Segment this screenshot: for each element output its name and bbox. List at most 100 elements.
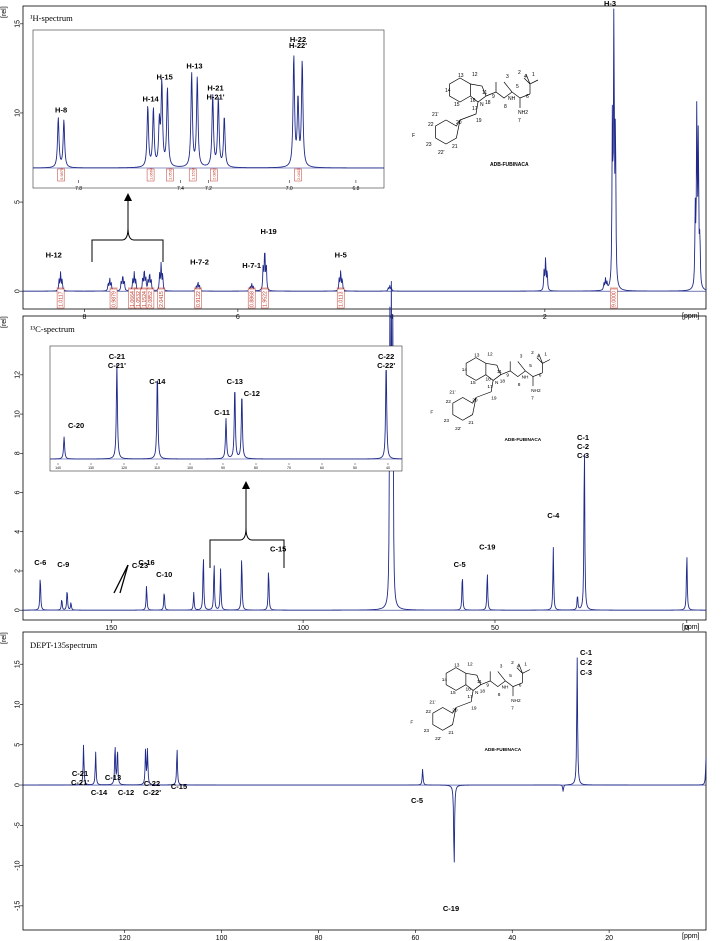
y-tick-label: 6 xyxy=(15,490,22,494)
atom-label: 12 xyxy=(467,662,473,668)
x-tick-label: 120 xyxy=(119,935,131,941)
atom-label: 1 xyxy=(532,72,535,78)
integral-value: 1.9522 xyxy=(263,291,269,307)
inset-x-tick-label: 130 xyxy=(88,466,94,470)
integral-value: 1.0532 xyxy=(136,291,142,307)
atom-label: 18 xyxy=(480,688,486,694)
atom-label: 1 xyxy=(544,352,547,358)
inset-peak-label: C-14 xyxy=(149,377,166,386)
inset-integral-box xyxy=(188,168,197,182)
inset-peak-label: C-20 xyxy=(68,421,84,430)
peak-label: C-15 xyxy=(171,782,187,791)
atom-label: 22' xyxy=(455,426,461,432)
atom-label: N xyxy=(495,380,499,386)
atom-label: 1 xyxy=(524,662,527,668)
atom-label: 8 xyxy=(498,692,501,698)
atom-label: 3 xyxy=(520,354,523,360)
integral-value: 1.1524 xyxy=(142,291,148,307)
inset-integral-box xyxy=(57,168,65,182)
y-tick-label: -5 xyxy=(15,822,22,828)
inset-peak-label: H-15 xyxy=(156,73,172,82)
atom-label: 23 xyxy=(424,728,430,734)
inset-x-tick-label: 6.8 xyxy=(352,186,359,192)
integral-box xyxy=(157,288,165,309)
h-inset-frame xyxy=(32,29,385,189)
atom-label: ADB-FUBINACA xyxy=(490,162,529,168)
y-tick-label: 0 xyxy=(15,783,22,787)
peak-label: C-3 xyxy=(577,451,589,460)
atom-label: 13 xyxy=(474,353,480,359)
atom-label: 15 xyxy=(470,380,476,386)
dept-rel-label: [rel] xyxy=(1,632,8,644)
y-tick-label: 15 xyxy=(15,20,22,28)
atom-label: 5 xyxy=(516,84,519,90)
integral-box xyxy=(260,288,269,309)
peak-label: C-19 xyxy=(443,904,459,913)
atom-label: 18 xyxy=(500,378,506,384)
atom-label: F xyxy=(430,410,433,416)
y-tick-label: 15 xyxy=(15,660,22,668)
atom-label: 22 xyxy=(446,399,452,405)
y-tick-label: 10 xyxy=(15,410,22,418)
c23-arrow xyxy=(119,564,129,594)
inset-x-tick-label: 140 xyxy=(55,466,61,470)
atom-label: 13 xyxy=(454,663,460,669)
h-spectrum-title: ¹H-spectrum xyxy=(30,13,73,23)
integral-box xyxy=(146,288,155,309)
peak-label: H-12 xyxy=(46,250,62,259)
h-panel-frame xyxy=(22,5,707,310)
x-tick-label: 6 xyxy=(236,314,240,321)
atom-label: 4 xyxy=(524,74,527,80)
atom-label: 3 xyxy=(506,74,509,80)
atom-label: 16 xyxy=(470,98,476,104)
peak-label: C-3 xyxy=(580,668,592,677)
integral-box xyxy=(56,288,65,309)
peak-label: C-12 xyxy=(118,788,134,797)
atom-label: 12 xyxy=(487,352,493,358)
atom-label: 5 xyxy=(509,673,512,679)
atom-label: 14 xyxy=(445,88,451,94)
atom-label: F xyxy=(410,720,413,726)
x-tick-label: 150 xyxy=(105,625,117,632)
atom-label: 9 xyxy=(492,94,495,100)
inset-x-tick-label: 50 xyxy=(353,466,357,470)
atom-label: 15 xyxy=(450,690,456,696)
atom-label: 23 xyxy=(426,142,432,148)
integral-value: 1.0117 xyxy=(58,291,64,307)
y-tick-label: 4 xyxy=(15,530,22,534)
zoom-arrow-head xyxy=(124,193,132,201)
integral-value: 0.9879 xyxy=(111,291,117,307)
atom-label: F xyxy=(412,133,415,139)
atom-label: 5 xyxy=(529,363,532,369)
x-tick-label: 100 xyxy=(216,935,228,941)
atom-label: 3 xyxy=(500,664,503,670)
inset-integral-value: 0.9879 xyxy=(59,167,64,180)
integral-box xyxy=(610,288,618,309)
integral-value: 2.0415 xyxy=(159,291,165,307)
integral-value: 1.0113 xyxy=(339,291,345,307)
atom-label: 2 xyxy=(531,350,534,356)
atom-label: 8 xyxy=(504,104,507,110)
atom-label: 2 xyxy=(518,70,521,76)
atom-label: 19 xyxy=(476,118,482,124)
peak-label: C-2 xyxy=(577,442,589,451)
atom-label: 11 xyxy=(477,679,482,685)
c23-arrow xyxy=(113,564,129,594)
inset-integral-box xyxy=(294,168,302,182)
atom-label: 22' xyxy=(435,736,441,742)
atom-label: 19 xyxy=(471,705,477,711)
atom-label: 7 xyxy=(511,705,514,711)
y-tick-label: 10 xyxy=(15,700,22,708)
peak-label: C-14 xyxy=(91,788,108,797)
peak-label: C-22' xyxy=(143,788,161,797)
inset-x-tick-label: 100 xyxy=(187,466,193,470)
atom-label: NH xyxy=(522,375,529,381)
inset-x-tick-label: 70 xyxy=(287,466,291,470)
inset-integral-value: 2.0852 xyxy=(212,167,217,180)
peak-label: C-19 xyxy=(479,542,495,551)
atom-label: 21' xyxy=(429,700,435,706)
atom-label: 11 xyxy=(482,90,487,96)
atom-label: 6 xyxy=(519,683,522,689)
c-panel-frame xyxy=(22,315,707,621)
